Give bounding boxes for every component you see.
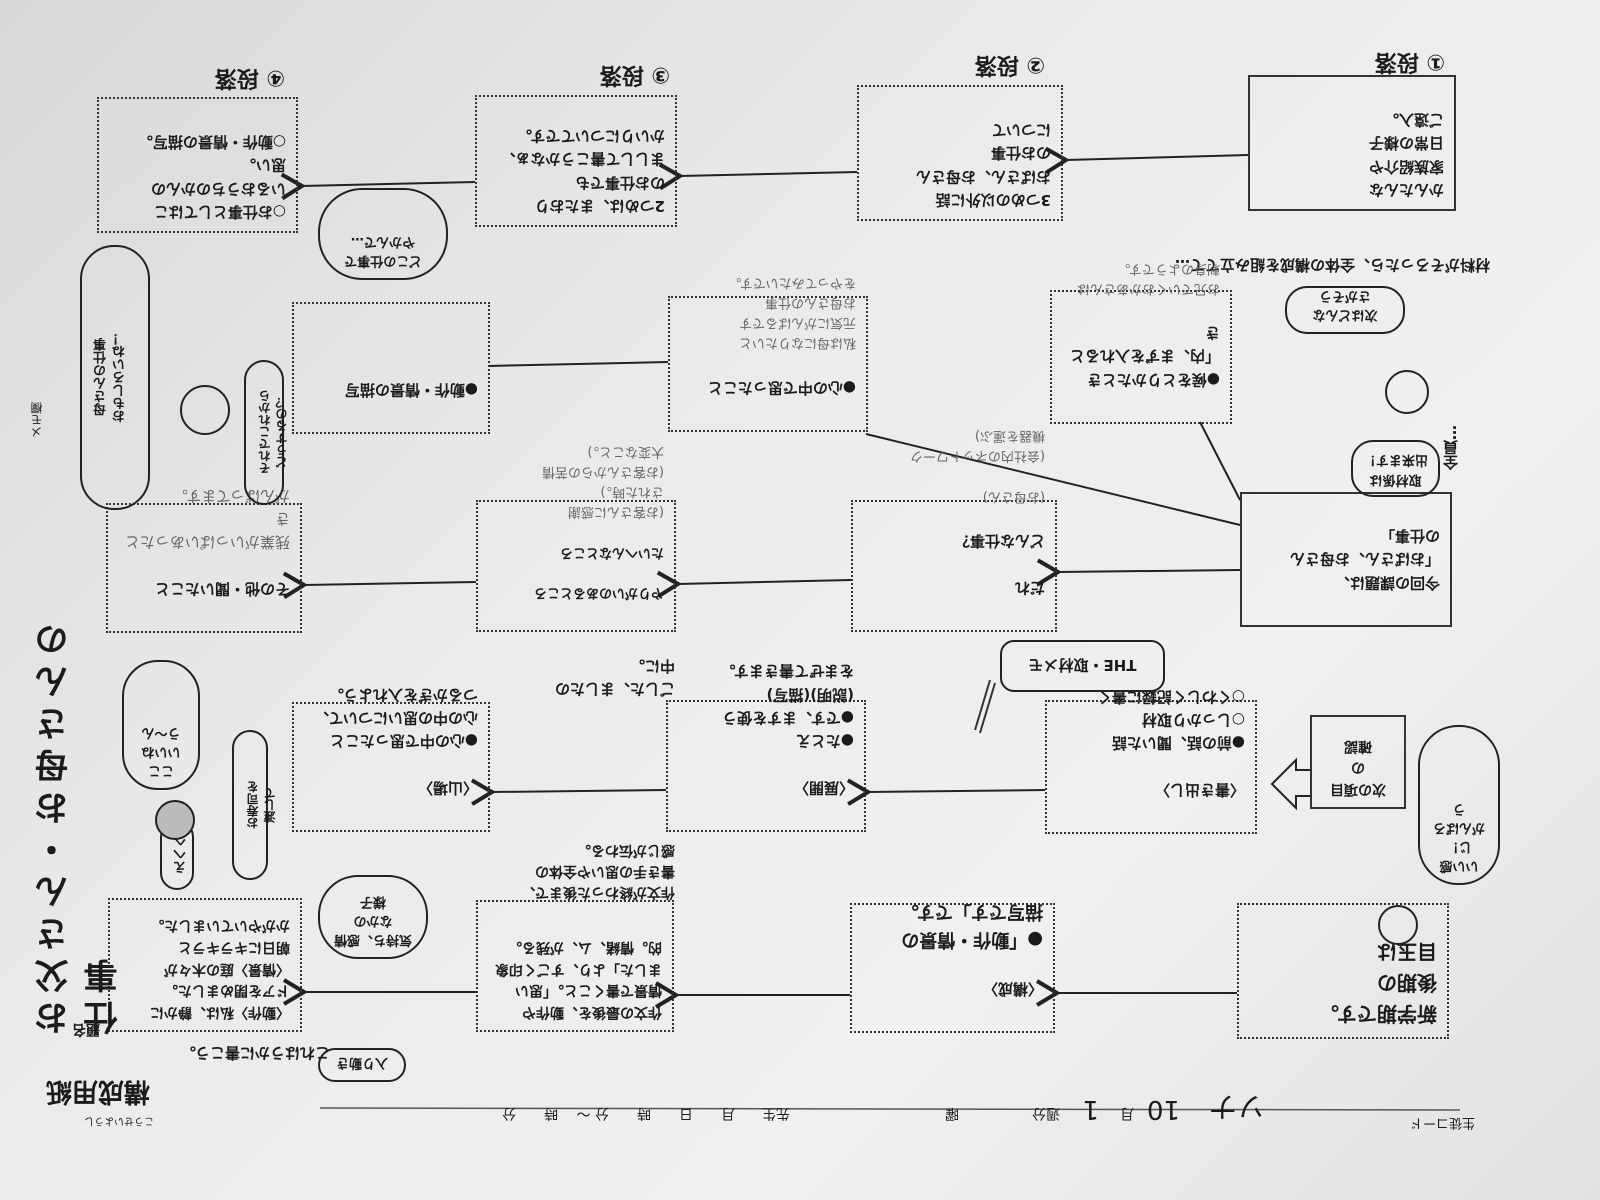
paragraph-3-label: ③ 段落 <box>599 62 670 87</box>
note-bottom: これはうかに書こう。 <box>180 1044 330 1062</box>
week-label: 週分 <box>1032 1105 1060 1121</box>
side-exclaim: 全員… <box>1442 425 1460 470</box>
link-task-b2 <box>865 433 1241 526</box>
arrow-c2-c3 <box>656 570 852 599</box>
link-task-b1 <box>1199 421 1241 501</box>
opening-box: 〈書き出し〉 ●前の話、聞いた話 ○しっかり取材 ○くわしく記録に書く <box>1045 688 1257 834</box>
character-doodle-icon <box>155 800 195 840</box>
paragraph-2-label: ② 段落 <box>974 52 1045 77</box>
footer-rule <box>319 1107 1461 1111</box>
next-item-sign: 次の項目 の 確認 <box>1310 715 1406 809</box>
interview-box-1: だれ どんな仕事？ (お母さん) (会社内のネットワーク 機器を運ぶ) <box>851 428 1057 632</box>
middle-box-1-main: ●候をとりかたとき 「内、まずを入れるとき <box>1069 324 1220 389</box>
opening-heading: 〈書き出し〉 <box>1154 780 1245 799</box>
arrow-p3-p4 <box>280 172 476 201</box>
interview-box-2: やりがいのあるところ たいへんなところ (お客さんに感謝 された時。) (お客さ… <box>476 444 676 632</box>
month-value[interactable]: 10 <box>1146 1094 1180 1124</box>
side-label: メモ欄 <box>30 402 44 438</box>
pencil-drawing <box>974 679 996 734</box>
arrow-c3-c4 <box>282 571 477 600</box>
where-bubble: どこの仕事で やかんで… <box>318 188 448 280</box>
cheer-bubble: いい感じ！ がんばろう <box>1418 725 1500 885</box>
task-bubble: 取材係は 出来ます！ <box>1350 440 1440 497</box>
climax-heading: 〈山場〉 <box>417 778 478 797</box>
opening-text: ●前の話、聞いた話 ○しっかり取材 ○くわしく記録に書く <box>1096 687 1245 753</box>
development-box: 〈展開〉 ●たとえ ●です、ますを使う (説明)(描写) をまぜて書きます。 <box>666 663 866 832</box>
middle-box-1-sub: お兄でいくおかあさんは 刺身のようです。 <box>1076 260 1220 296</box>
final-box-2-text: ●「動作・情景の 描写です」です。 <box>900 901 1043 951</box>
thinking-bubble: ここ いいね う〜ん <box>122 660 200 790</box>
sushi-bubble: お寿司を 渡して <box>232 730 277 880</box>
link-b2-b3 <box>487 361 669 367</box>
arrow-d1-d2 <box>846 778 1046 806</box>
interview-box-1-main: だれ どんな仕事？ <box>954 532 1045 597</box>
sign-arrow <box>1270 757 1310 811</box>
question-bubble: それでこれから どうするの？ <box>244 360 289 505</box>
assemble-note: 材料がそろったら、全体の構成を組み立てて… <box>1174 256 1490 274</box>
interview-box-2-main: やりがいのあるところ たいへんなところ <box>533 544 664 600</box>
emotion-bubble: 気持ち、感情 なかの 様子 <box>318 875 428 959</box>
student-code-label: 生徒コード <box>1409 1115 1475 1130</box>
date-time-labels: 月 日 時 分 〜 時 分 <box>502 1105 735 1121</box>
arrow-p2-p3 <box>658 162 858 191</box>
final-box-3: 作文の最後を、動作や 情景で書くこと。「思い ました」より、すごく印象 的。情緒… <box>476 900 674 1032</box>
climax-text: ●心の中で思ったこと 心の中の思いについて、 つるかぎを入れよう。 <box>314 685 478 751</box>
development-text: ●たとえ ●です、ますを使う (説明)(描写) をまぜて書きます。 <box>720 662 854 751</box>
middle-box-2: ●心の中で思ったこと 私は母になりたいと 元気にがんばるです お母さんの仕事 を… <box>668 275 868 432</box>
week-value[interactable]: 1 <box>1082 1094 1099 1124</box>
development-heading: 〈展開〉 <box>793 778 854 797</box>
theme-title: お父さん・お母さんの仕事 <box>35 615 124 1035</box>
theme-label: 題名 <box>72 1021 100 1037</box>
sheet-title: 構成用紙 <box>45 1076 150 1106</box>
mother-bubble: 母さんの仕事 おもしろいね！ <box>80 245 150 510</box>
middle-box-1: ●候をとりかたとき 「内、まずを入れるとき お兄でいくおかあさんは 刺身のようで… <box>1050 261 1232 424</box>
interview-box-2-sub: (お客さんに感謝 された時。) (お客さんからの苦情 大変なこと。) <box>541 443 664 520</box>
middle-box-2-sub: 私は母になりたいと 元気にがんばるです お母さんの仕事 をやってみたいです。 <box>728 274 856 351</box>
note-between: ごした、ましたの 中に。 <box>554 657 675 699</box>
middle-box-2-main: ●心の中で思ったこと <box>707 378 856 397</box>
climax-box: 〈山場〉 ●心の中で思ったこと 心の中の思いについて、 つるかぎを入れよう。 <box>292 686 490 832</box>
sheet-title-reading: こうせいようし <box>84 1115 154 1126</box>
weekday-label: 曜 <box>945 1105 959 1121</box>
paragraph-2-box: 3つめの以外に話 おばさん、お母さん のお仕事 について <box>857 85 1063 221</box>
interview-box-1-sub: (お母さん) (会社内のネットワーク 機器を運ぶ) <box>909 428 1045 504</box>
stamp-circle: 入り動き <box>318 1048 406 1082</box>
interview-box-3-main: その他・聞いたこと <box>154 579 290 598</box>
middle-box-3: ●動作・情景の描写 <box>292 302 490 434</box>
student-name[interactable]: ソナ <box>1208 1090 1265 1123</box>
arrow-task-c2 <box>1036 558 1241 586</box>
month-label: 月 <box>1120 1105 1134 1121</box>
final-box-4: 〈動作〉私は、静かに ドアを閉めました。 〈情景〉庭の木々が 朝日にキラキラと … <box>108 898 302 1032</box>
middle-box-3-main: ●動作・情景の描写 <box>344 380 478 399</box>
character-doodle-icon <box>1378 905 1418 945</box>
final-box-2: 〈構成〉 ●「動作・情景の 描写です」です。 <box>850 901 1055 1033</box>
character-doodle-icon <box>1385 370 1429 414</box>
arrow-d2-d3 <box>470 778 667 806</box>
right-speech-bubble: 次はどんな さがそう <box>1285 286 1405 334</box>
final-box-2-heading: 〈構成〉 <box>982 979 1043 998</box>
interview-box-3: その他・聞いたこと 残業がいっぱいあったとき がんばってます。 <box>106 487 302 633</box>
paragraph-4-label: ④ 段落 <box>214 65 285 90</box>
arrow-p1-p2 <box>1044 146 1249 175</box>
teacher-label: 先生 <box>762 1105 790 1121</box>
character-doodle-icon <box>180 385 230 435</box>
paragraph-4-box: ○お仕事としてはこ いるおうちのかんの 思い。 ○動作・情景の描写。 <box>97 97 298 233</box>
memo-bubble: THE・取材メモ <box>1000 640 1165 692</box>
task-text: 今回の課題は、 「おばさん、お母さん の仕事」 <box>1289 527 1440 592</box>
paragraph-1-box: かんたんな 家族紹介や 日常の様子 ご遠入。 <box>1248 75 1456 211</box>
note-final: 作文が終わった後まで、 書き手の思いや全体の 感じが伝わる。 <box>521 842 675 900</box>
task-box: 今回の課題は、 「おばさん、お母さん の仕事」 取材係は 出来ます！ <box>1240 440 1452 627</box>
paragraph-3-box: 2つめは、またおり のお仕事でも ましして書こうかなぁ、 かいりについてです。 <box>475 95 677 227</box>
